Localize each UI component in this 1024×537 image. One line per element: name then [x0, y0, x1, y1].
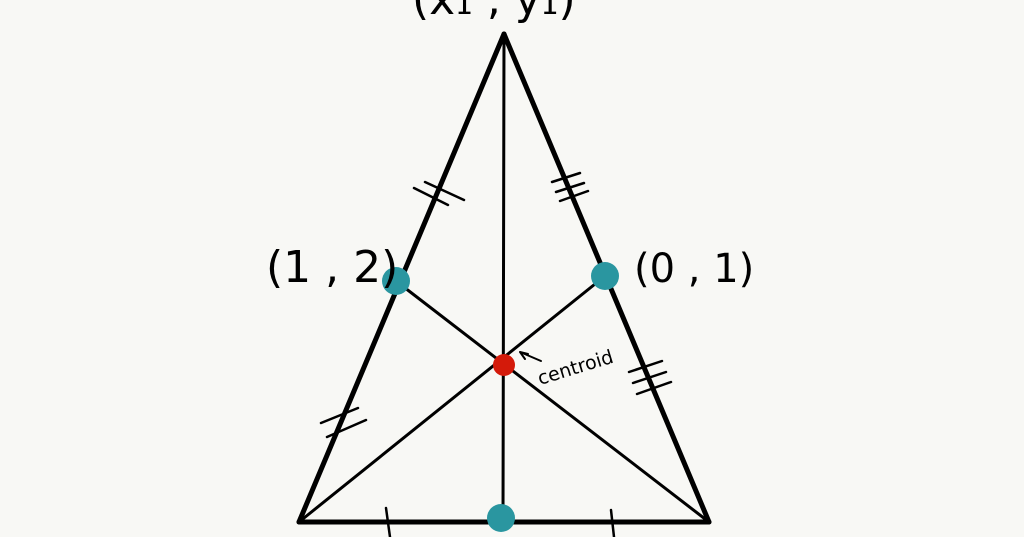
midpoint-base — [487, 504, 515, 532]
top-vertex-label: (x₁ , y₁) — [412, 0, 576, 25]
tick-left-lower-2 — [325, 418, 368, 439]
tick-right-upper-3 — [558, 189, 590, 203]
tick-right-lower-2 — [631, 370, 668, 385]
medians — [297, 32, 711, 524]
tick-marks — [319, 171, 673, 537]
tick-right-lower-1 — [627, 359, 664, 374]
median-left — [394, 279, 711, 524]
median-top — [501, 32, 506, 520]
centroid-point — [493, 354, 515, 376]
centroid-arrow — [519, 351, 542, 362]
median-right — [297, 274, 607, 524]
tick-base-left — [384, 506, 392, 537]
tick-left-upper-2 — [423, 180, 466, 202]
midpoint-right — [591, 262, 619, 290]
centroid-label: centroid — [535, 346, 616, 390]
tick-left-upper-1 — [412, 186, 450, 207]
right-midpoint-label: (0 , 1) — [634, 246, 754, 292]
left-midpoint-label: (1 , 2) — [266, 242, 398, 293]
tick-right-upper-1 — [550, 171, 582, 184]
tick-right-upper-2 — [554, 181, 586, 194]
tick-left-lower-1 — [319, 406, 360, 425]
tick-base-right — [609, 508, 616, 537]
midpoints — [382, 262, 619, 532]
midpoint-left — [382, 267, 410, 295]
tick-right-lower-3 — [635, 380, 673, 396]
